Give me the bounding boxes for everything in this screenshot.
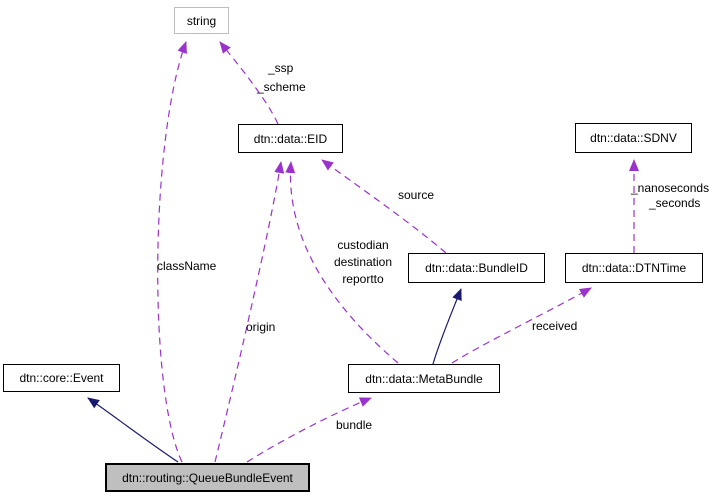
edge-metabundle-to-eid <box>285 161 399 364</box>
edge-qbe-to-eid-origin <box>214 161 285 463</box>
edge-qbe-to-metabundle-bundle <box>246 397 372 463</box>
node-dtn-routing-queuebundleevent: dtn::routing::QueueBundleEvent <box>105 463 310 492</box>
edge-bundleid-to-eid-source <box>321 159 447 254</box>
edge-label-seconds: _seconds <box>649 196 701 210</box>
node-string: string <box>174 7 229 34</box>
edge-label-source: source <box>398 188 435 202</box>
edge-metabundle-to-dtntime-received <box>451 287 592 364</box>
edge-eid-to-string <box>219 41 279 125</box>
edge-label-destination: destination <box>333 255 393 269</box>
edge-label-custodian: custodian <box>337 238 389 252</box>
edge-label-reportto: reportto <box>342 272 384 286</box>
edge-label-ssp: _ssp <box>268 61 294 75</box>
edge-qbe-to-string-classname <box>157 41 187 463</box>
node-dtn-data-dtntime[interactable]: dtn::data::DTNTime <box>565 253 703 283</box>
edge-metabundle-inherits-bundleid <box>432 288 462 365</box>
node-dtn-data-metabundle[interactable]: dtn::data::MetaBundle <box>348 364 500 393</box>
edge-label-origin: origin <box>246 320 276 334</box>
edge-label-scheme: _scheme <box>257 80 306 94</box>
edge-label-nanoseconds: _nanoseconds <box>631 181 710 195</box>
node-dtn-core-event[interactable]: dtn::core::Event <box>3 364 120 392</box>
node-dtn-data-eid[interactable]: dtn::data::EID <box>238 124 343 153</box>
edge-label-received: received <box>532 319 578 333</box>
node-dtn-data-sdnv[interactable]: dtn::data::SDNV <box>575 123 692 153</box>
edge-label-classname: className <box>157 259 217 273</box>
edge-label-bundle: bundle <box>336 418 373 432</box>
node-dtn-data-bundleid[interactable]: dtn::data::BundleID <box>408 253 545 283</box>
edge-label-custodian-destination-reportto: custodian destination reportto <box>329 237 397 288</box>
edge-qbe-inherits-event <box>87 397 179 463</box>
